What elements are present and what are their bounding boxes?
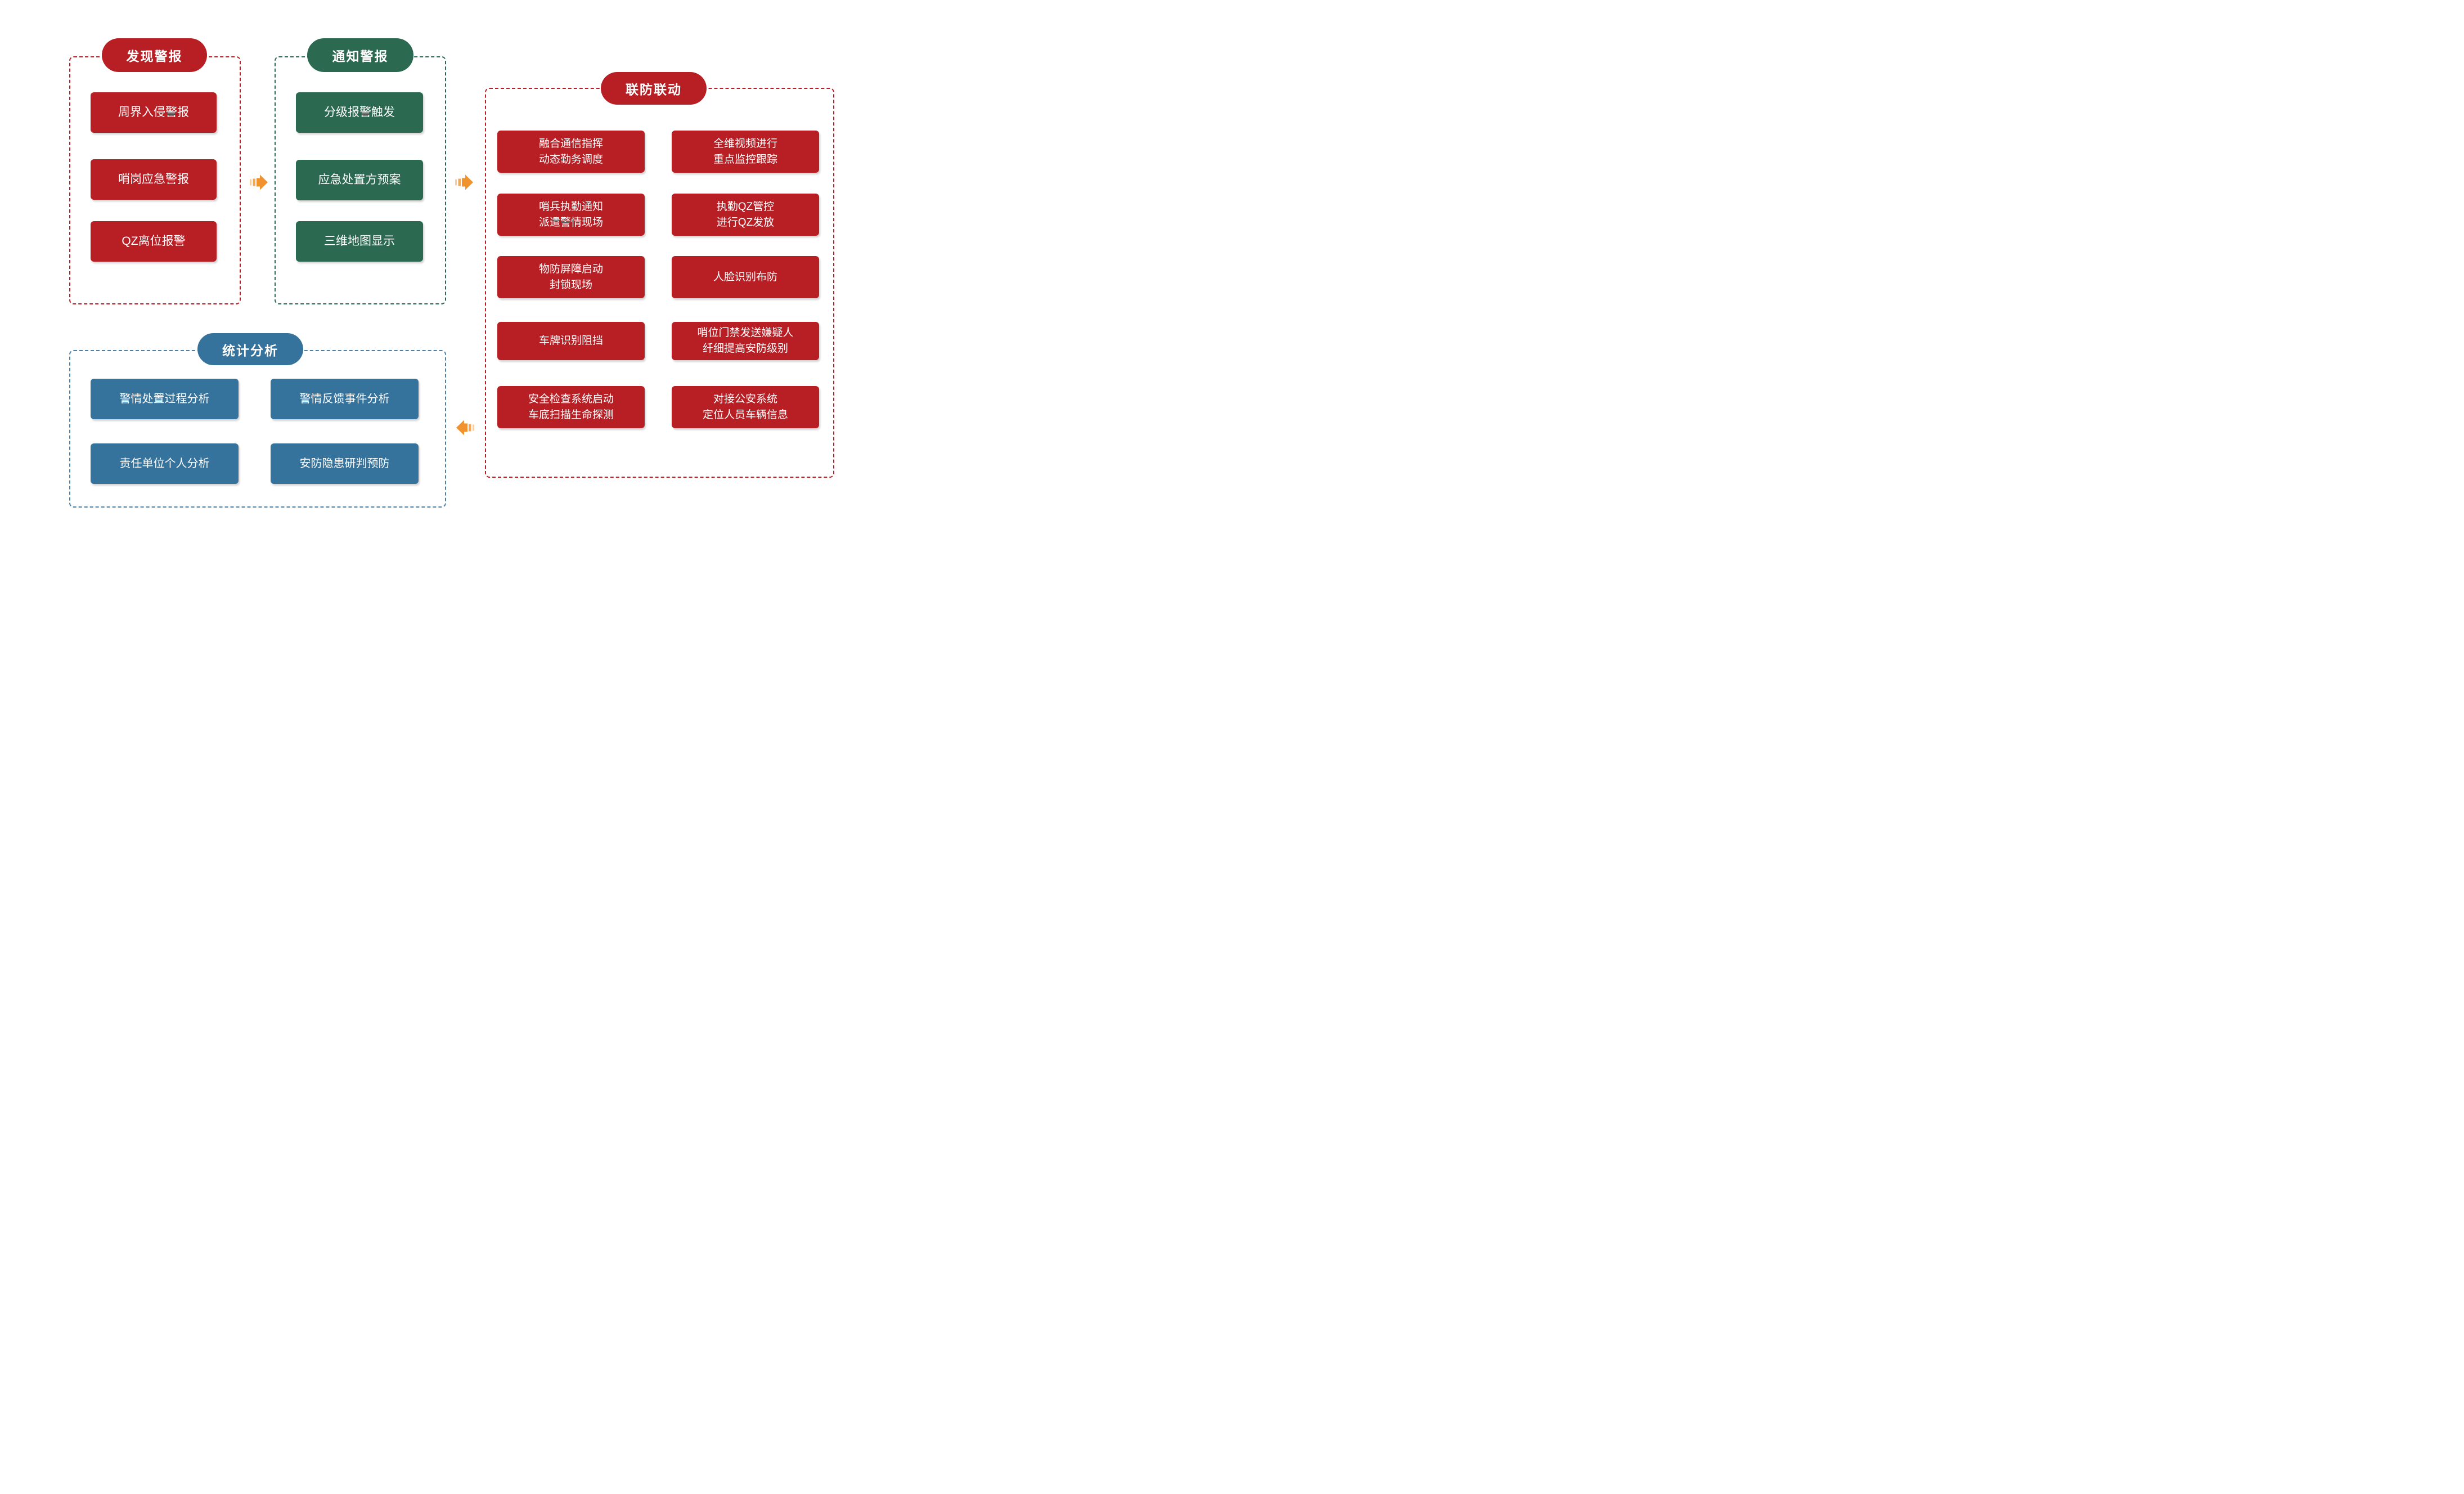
section-stats-title: 统计分析 — [197, 333, 303, 365]
section-stats-border — [69, 350, 446, 508]
section-discover-title: 发现警报 — [102, 38, 207, 72]
flow-node-comm-command: 融合通信指挥 动态勤务调度 — [497, 131, 645, 173]
flow-node-3d-map: 三维地图显示 — [296, 221, 423, 262]
flow-node-face-recognition: 人脸识别布防 — [672, 256, 819, 298]
flow-node-access-suspect: 哨位门禁发送嫌疑人 纤细提高安防级别 — [672, 322, 819, 360]
flow-node-video-tracking: 全维视频进行 重点监控跟踪 — [672, 131, 819, 173]
section-notify-title: 通知警报 — [307, 38, 413, 72]
flow-diagram: 发现警报 周界入侵警报 哨岗应急警报 QZ离位报警 通知警报 分级报警触发 应急… — [0, 0, 882, 535]
flow-node-unit-analysis: 责任单位个人分析 — [91, 443, 239, 484]
flow-arrow-right-2 — [455, 173, 474, 192]
flow-node-disposal-analysis: 警情处置过程分析 — [91, 379, 239, 419]
flow-node-qz-control: 执勤QZ管控 进行QZ发放 — [672, 194, 819, 236]
flow-node-qz-offposition: QZ离位报警 — [91, 221, 217, 262]
flow-node-sentry-dispatch: 哨兵执勤通知 派遣警情现场 — [497, 194, 645, 236]
flow-node-police-system: 对接公安系统 定位人员车辆信息 — [672, 386, 819, 428]
flow-arrow-left-3 — [456, 418, 475, 437]
flow-node-sentry-emergency: 哨岗应急警报 — [91, 159, 217, 200]
flow-node-feedback-analysis: 警情反馈事件分析 — [271, 379, 419, 419]
section-joint-title: 联防联动 — [601, 72, 707, 105]
flow-node-tiered-alarm: 分级报警触发 — [296, 92, 423, 133]
flow-node-emergency-plan: 应急处置方预案 — [296, 160, 423, 200]
flow-node-plate-block: 车牌识别阻挡 — [497, 322, 645, 360]
flow-node-barrier-lockdown: 物防屏障启动 封锁现场 — [497, 256, 645, 298]
flow-node-security-scan: 安全检查系统启动 车底扫描生命探测 — [497, 386, 645, 428]
flow-node-risk-prevention: 安防隐患研判预防 — [271, 443, 419, 484]
flow-node-perimeter-intrusion: 周界入侵警报 — [91, 92, 217, 133]
flow-arrow-right-1 — [249, 173, 268, 192]
